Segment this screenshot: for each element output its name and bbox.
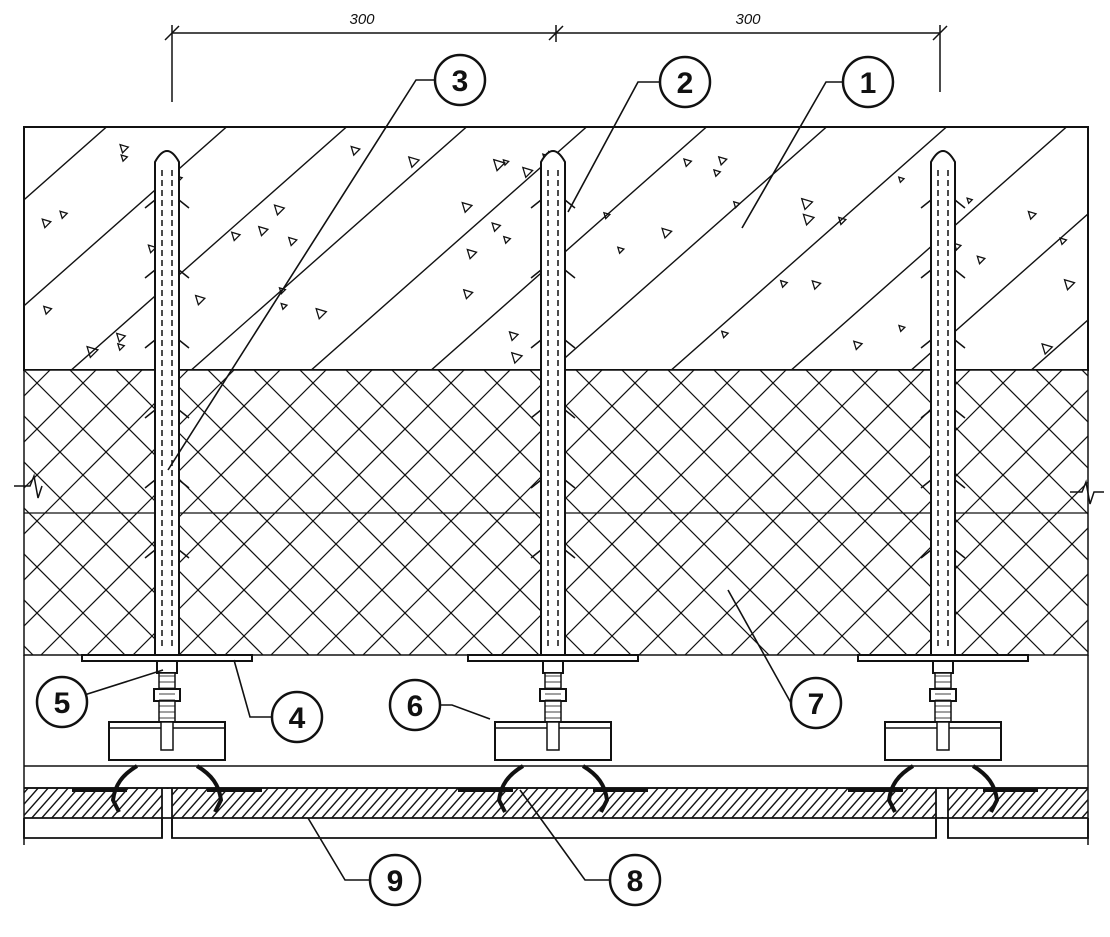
svg-text:8: 8 [627,865,644,898]
callout-8: 8 [608,853,662,907]
dimension-line [164,25,948,102]
svg-text:1: 1 [860,67,877,100]
callout-3: 3 [433,53,487,107]
callout-2: 2 [658,55,712,109]
callout-4: 4 [270,690,324,744]
svg-text:3: 3 [452,65,469,98]
dimension-label-left: 300 [349,11,375,28]
callout-5: 5 [35,675,89,729]
callout-9: 9 [368,853,422,907]
leader-lines [77,79,843,881]
cladding-clip [581,764,610,813]
dimension-label-right: 300 [735,11,761,28]
svg-text:2: 2 [677,67,694,100]
svg-text:4: 4 [289,702,306,735]
anchor-dowel-sleeve [930,150,956,655]
callout-6: 6 [388,678,442,732]
break-mark-right [1070,479,1104,505]
anchor-dowel-sleeve [540,150,566,655]
svg-text:5: 5 [54,687,71,720]
anchor-assembly-center [458,150,648,813]
cladding-clip [886,764,915,813]
anchor-assembly-right [848,150,1038,813]
anchor-assembly-left [72,150,262,813]
anchor-dowel-sleeve [154,150,180,655]
callout-1: 1 [841,55,895,109]
break-mark-left [14,473,43,499]
cladding-clip [110,764,139,813]
cladding-clip [971,764,1000,813]
cladding-panel-strip [23,787,1089,839]
cladding-clip [496,764,525,813]
cladding-clip [195,764,224,813]
svg-text:6: 6 [407,690,424,723]
callout-7: 7 [789,676,843,730]
svg-text:9: 9 [387,865,404,898]
svg-text:7: 7 [808,688,825,721]
